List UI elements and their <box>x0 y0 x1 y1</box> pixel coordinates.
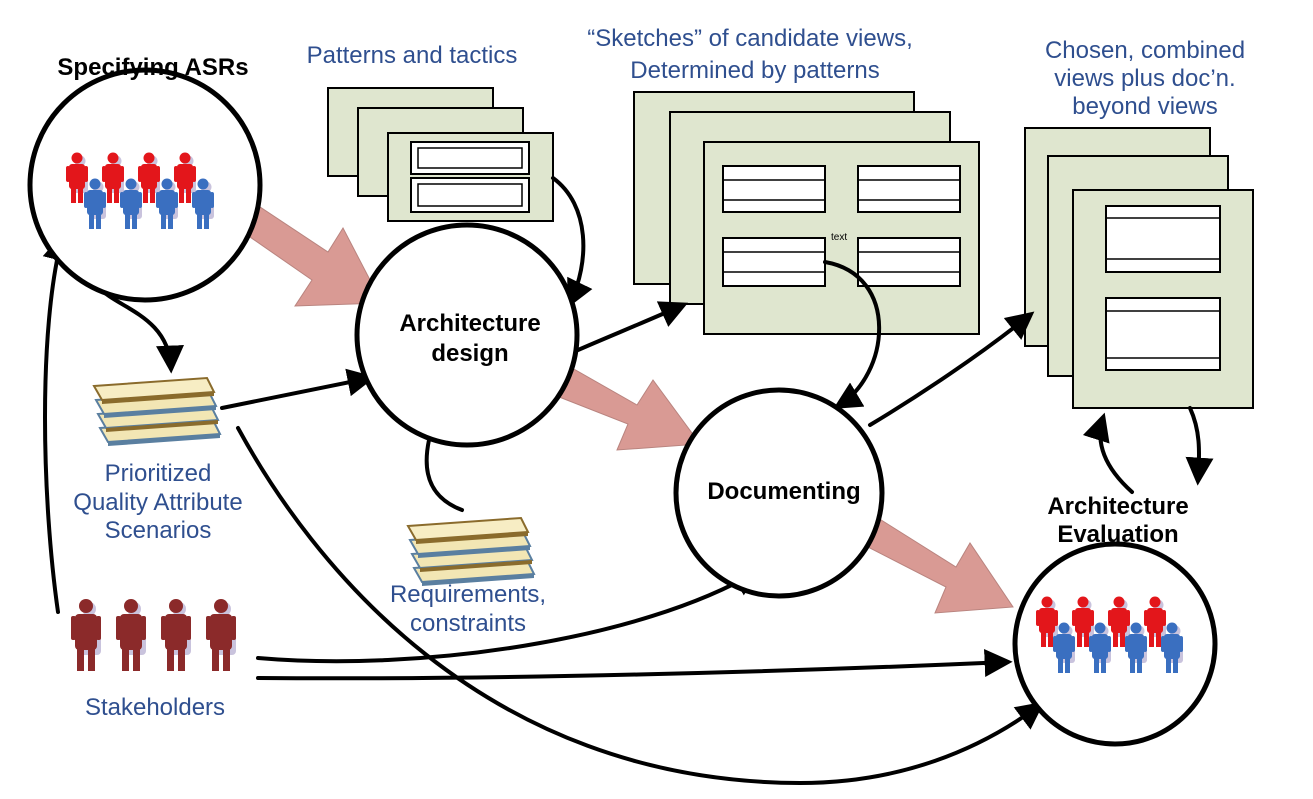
sketch-note-text: text <box>831 232 847 243</box>
arrow-stakeholders-to-evaluation <box>256 648 1013 681</box>
document-stack-icon <box>407 517 535 587</box>
arrow-pqas-to-design <box>220 368 376 410</box>
architecture-design-line2: design <box>431 340 508 367</box>
chosen-views-document-stack <box>1024 127 1254 409</box>
connector-arrows <box>42 176 1214 786</box>
sketches-document-stack: text <box>633 91 980 335</box>
arrow-documenting-to-chosen <box>868 311 1035 427</box>
documenting-label: Documenting <box>707 478 860 505</box>
documenting-circle: Documenting <box>673 387 885 599</box>
flow-arrow-documenting-to-evaluation <box>859 517 1014 614</box>
arrow-design-to-sketches <box>576 301 689 352</box>
big-flow-arrows <box>236 202 1014 614</box>
patterns-and-tactics-label: Patterns and tactics <box>307 42 518 69</box>
chosen-views-label-line3: beyond views <box>1072 93 1217 120</box>
pqas-label-line3: Scenarios <box>105 517 212 544</box>
stakeholders-label: Stakeholders <box>85 694 225 721</box>
chosen-views-label-line2: views plus doc’n. <box>1054 65 1235 92</box>
pqas-label-line2: Quality Attribute <box>73 489 242 516</box>
requirements-label-line2: constraints <box>410 610 526 637</box>
sketches-label-line1: “Sketches” of candidate views, <box>587 25 913 52</box>
sketches-label-line2: Determined by patterns <box>630 57 879 84</box>
arrow-chosen-to-eval <box>1185 406 1214 486</box>
arrow-patterns-to-design <box>551 176 593 309</box>
specifying-asrs-label: Specifying ASRs <box>57 54 248 81</box>
asr-circle <box>27 67 263 303</box>
arrow-stakeholders-to-asr <box>42 232 70 614</box>
architecture-evaluation-line1: Architecture <box>1047 493 1188 520</box>
architecture-evaluation-circle <box>1012 541 1218 747</box>
document-stack-icon <box>93 377 221 447</box>
requirements-label-line1: Requirements, <box>390 581 546 608</box>
arrow-stakeholders-to-documenting <box>256 569 761 664</box>
arrow-sketch-to-documenting <box>823 260 882 409</box>
pqas-label-line1: Prioritized <box>105 460 212 487</box>
patterns-document-stack <box>327 87 554 222</box>
arrow-pqas-to-evaluation <box>236 426 1045 786</box>
arrow-eval-to-chosen <box>1082 412 1134 494</box>
architecture-evaluation-line2: Evaluation <box>1057 521 1178 548</box>
chosen-views-label-line1: Chosen, combined <box>1045 37 1245 64</box>
flow-arrow-asr-to-design <box>236 202 383 307</box>
architecture-design-line1: Architecture <box>399 310 540 337</box>
flow-arrow-design-to-documenting <box>548 367 701 451</box>
stakeholders-icon <box>71 599 236 671</box>
architecture-design-circle: Architecture design <box>354 222 580 448</box>
